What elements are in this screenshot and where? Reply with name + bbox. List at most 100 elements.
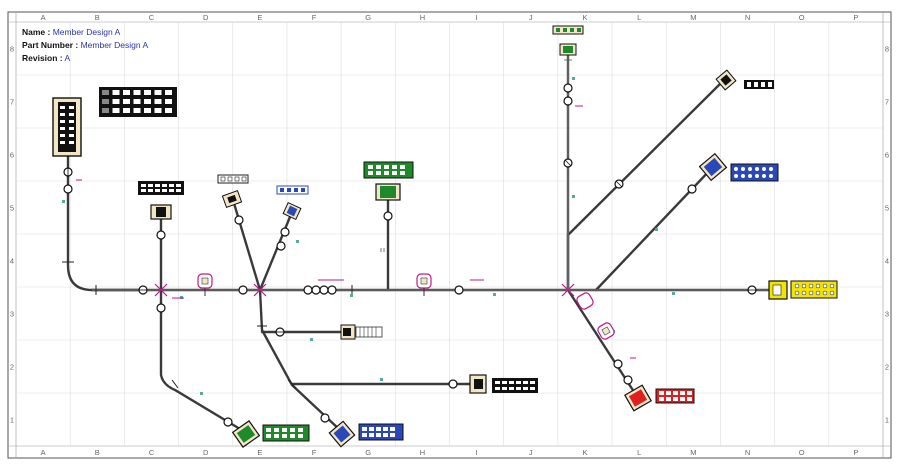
grid-column-label-bottom: O: [799, 448, 805, 457]
clamp: [320, 413, 330, 423]
pinout-cell: [165, 99, 172, 104]
grid-column-label-bottom: M: [690, 448, 696, 457]
connector-pins: [362, 427, 395, 437]
connector-n5-blue[interactable]: [698, 152, 779, 182]
clamp: [454, 285, 464, 295]
grid-column-label-top: A: [41, 13, 46, 22]
clamp: [276, 241, 286, 251]
connector-pins: [794, 283, 835, 296]
grid-column-label-top: B: [95, 13, 100, 22]
connector-k8-green[interactable]: [552, 25, 584, 56]
connector-f1-blue[interactable]: [328, 420, 404, 448]
bundle-e-up-left: [231, 198, 262, 292]
clamp: [319, 285, 329, 295]
backshell-inner: [201, 277, 209, 285]
tag: [380, 378, 383, 381]
connector-c5[interactable]: [138, 181, 184, 220]
tag: [672, 292, 675, 295]
clamp: [563, 83, 573, 93]
connector-l2-red[interactable]: [624, 384, 695, 412]
grid-column-label-top: E: [257, 13, 262, 22]
revision-line: Revision : A: [22, 52, 148, 65]
grid-column-label-bottom: B: [95, 448, 100, 457]
pinout-cell: [102, 90, 109, 95]
connector-f5-blue[interactable]: [276, 185, 309, 221]
connector-pins: [556, 28, 581, 32]
pinout-cell: [165, 108, 172, 113]
grid-column-label-bottom: P: [853, 448, 858, 457]
revision-value: A: [64, 53, 71, 63]
connector-body: [227, 194, 237, 204]
grid-row-label-left: 5: [10, 204, 14, 213]
grid-row-label-left: 6: [10, 151, 14, 160]
connector-g5-green[interactable]: [363, 161, 414, 201]
magenta-labels: [76, 105, 636, 359]
tag: [572, 77, 575, 80]
part-number-value: Member Design A: [80, 40, 149, 50]
tag: [200, 392, 203, 395]
grid-column-label-top: K: [582, 13, 587, 22]
connector-table: [217, 174, 249, 184]
tag: [62, 200, 65, 203]
clamp: [280, 227, 290, 237]
connector-g3[interactable]: [340, 324, 383, 340]
grid-row-label-left: 1: [10, 416, 14, 425]
tick: [287, 379, 297, 389]
connector-e5-left[interactable]: [217, 174, 249, 209]
bundle-e-up-right: [258, 210, 294, 292]
pinout-cell: [102, 108, 109, 113]
grid-column-label-bottom: E: [257, 448, 262, 457]
clamp: [234, 215, 244, 225]
connector-e1-green[interactable]: [231, 420, 310, 448]
grid-row-label-right: 1: [885, 416, 889, 425]
grid-column-label-bottom: N: [745, 448, 750, 457]
pinout-cell: [112, 90, 120, 95]
breakout-c: [154, 283, 168, 297]
backshell-h: [416, 273, 432, 296]
clamp: [687, 184, 697, 194]
connector-table: [358, 423, 404, 441]
connector-table: [790, 280, 838, 299]
connector-body: [333, 425, 351, 443]
connector-body: [156, 207, 166, 217]
connector-o3-yellow[interactable]: [768, 280, 838, 300]
connector-table: [492, 378, 538, 393]
grid-column-label-bottom: A: [41, 448, 46, 457]
grid-column-label-top: O: [799, 13, 805, 22]
grid-column-label-top: M: [690, 13, 696, 22]
clamp: [238, 285, 248, 295]
connector-a7-tall[interactable]: [52, 97, 82, 157]
backshell-d: [197, 273, 213, 296]
connector-table: [363, 161, 414, 179]
tick-marks: [62, 261, 353, 389]
grid-column-label-top: P: [853, 13, 858, 22]
title-block: Name : Member Design A Part Number : Mem…: [22, 26, 148, 65]
pinout-cells: [102, 90, 172, 113]
connector-n7[interactable]: [715, 69, 774, 91]
connector-h2[interactable]: [469, 374, 538, 394]
pinout-cell: [154, 108, 162, 113]
backshell-inner: [420, 277, 428, 285]
pinout-cell: [133, 108, 141, 113]
grid-column-label-bottom: F: [312, 448, 317, 457]
grid-row-label-right: 2: [885, 363, 889, 372]
grid-column-label-bottom: C: [149, 448, 155, 457]
connector-pins: [359, 327, 377, 337]
connector-body: [474, 379, 483, 389]
pinout-table-a7: [99, 87, 177, 117]
connector-body: [703, 157, 723, 177]
connector-body: [380, 186, 396, 198]
connector-body: [628, 389, 648, 407]
grid-column-label-top: J: [529, 13, 533, 22]
pinout-cell: [123, 108, 130, 113]
pinout-cell: [133, 90, 141, 95]
grid-row-label-left: 8: [10, 45, 14, 54]
connector-pins: [368, 165, 405, 175]
grid-column-label-bottom: I: [476, 448, 478, 457]
grid-lines: [16, 22, 883, 446]
bundle-e-down: [258, 288, 342, 432]
clamp: [383, 211, 393, 221]
name-line: Name : Member Design A: [22, 26, 148, 39]
grid-row-label-right: 6: [885, 151, 889, 160]
grid-column-label-bottom: H: [420, 448, 425, 457]
